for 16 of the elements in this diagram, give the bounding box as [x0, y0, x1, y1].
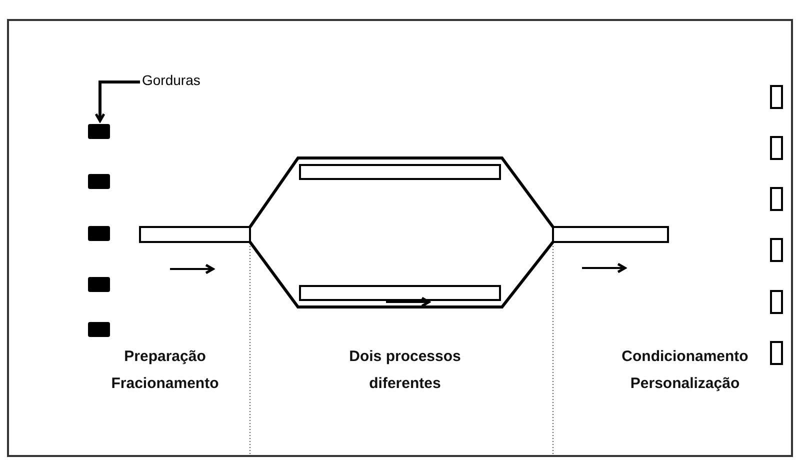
- empty-block: [770, 238, 783, 262]
- empty-block: [770, 290, 783, 314]
- filled-block: [88, 226, 110, 241]
- filled-block: [88, 174, 110, 189]
- arrow: [94, 80, 140, 122]
- stage-label: Dois processos diferentes: [348, 347, 462, 394]
- stage-label: Preparação Fracionamento: [110, 347, 220, 394]
- filled-block: [88, 124, 110, 139]
- text-label: Gorduras: [142, 72, 200, 88]
- empty-block: [770, 187, 783, 211]
- filled-block: [88, 322, 110, 337]
- filled-block: [88, 277, 110, 292]
- empty-block: [770, 85, 783, 109]
- stage-label: Condicionamento Personalização: [620, 347, 750, 394]
- empty-block: [770, 341, 783, 365]
- empty-block: [770, 136, 783, 160]
